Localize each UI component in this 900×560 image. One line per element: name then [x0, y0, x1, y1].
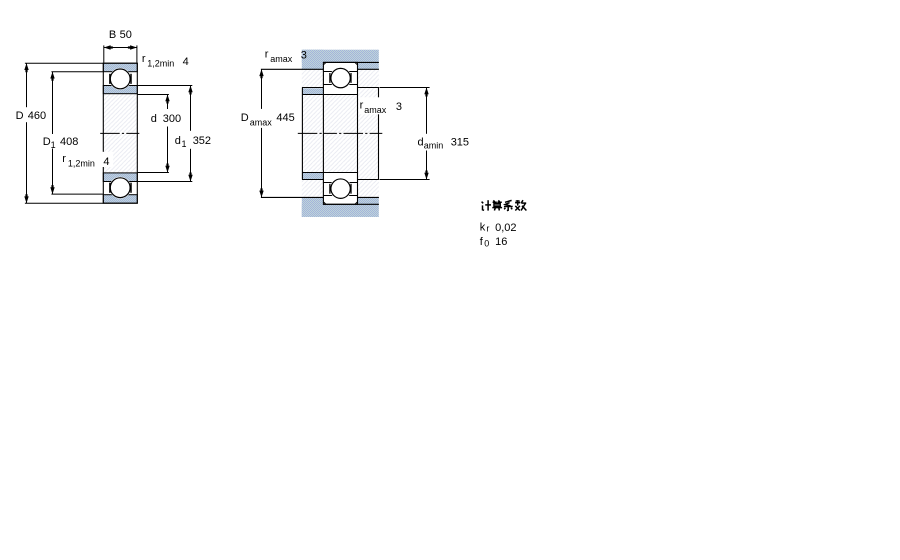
svg-text:300: 300	[163, 113, 181, 125]
svg-text:B: B	[109, 29, 116, 41]
svg-text:D: D	[241, 112, 249, 124]
svg-text:amax: amax	[250, 118, 273, 128]
svg-text:4: 4	[103, 156, 109, 168]
svg-text:r: r	[360, 99, 364, 111]
svg-text:d: d	[418, 136, 424, 148]
svg-text:1,2min: 1,2min	[147, 59, 174, 69]
svg-text:352: 352	[193, 135, 211, 147]
svg-text:3: 3	[396, 101, 402, 113]
svg-text:315: 315	[451, 136, 469, 148]
svg-text:r: r	[486, 224, 489, 234]
svg-text:445: 445	[276, 112, 294, 124]
svg-text:d: d	[151, 113, 157, 125]
svg-text:amin: amin	[424, 141, 444, 151]
svg-text:D: D	[43, 136, 51, 148]
svg-text:f: f	[480, 236, 484, 248]
svg-text:1: 1	[182, 139, 187, 149]
svg-text:3: 3	[301, 49, 307, 61]
svg-text:amax: amax	[270, 54, 293, 64]
svg-text:408: 408	[60, 136, 78, 148]
svg-text:0: 0	[484, 238, 489, 248]
svg-text:d: d	[175, 135, 181, 147]
svg-text:r: r	[142, 53, 146, 65]
svg-text:1: 1	[51, 140, 56, 150]
svg-text:amax: amax	[364, 105, 387, 115]
svg-text:r: r	[265, 48, 269, 60]
svg-text:1,2min: 1,2min	[68, 159, 95, 169]
svg-text:D: D	[16, 110, 24, 122]
svg-text:16: 16	[495, 236, 507, 248]
svg-text:50: 50	[120, 29, 132, 41]
svg-text:460: 460	[28, 110, 46, 122]
svg-text:4: 4	[183, 56, 189, 68]
svg-text:r: r	[62, 153, 66, 165]
svg-text:0,02: 0,02	[495, 222, 516, 234]
svg-text:k: k	[480, 222, 486, 234]
